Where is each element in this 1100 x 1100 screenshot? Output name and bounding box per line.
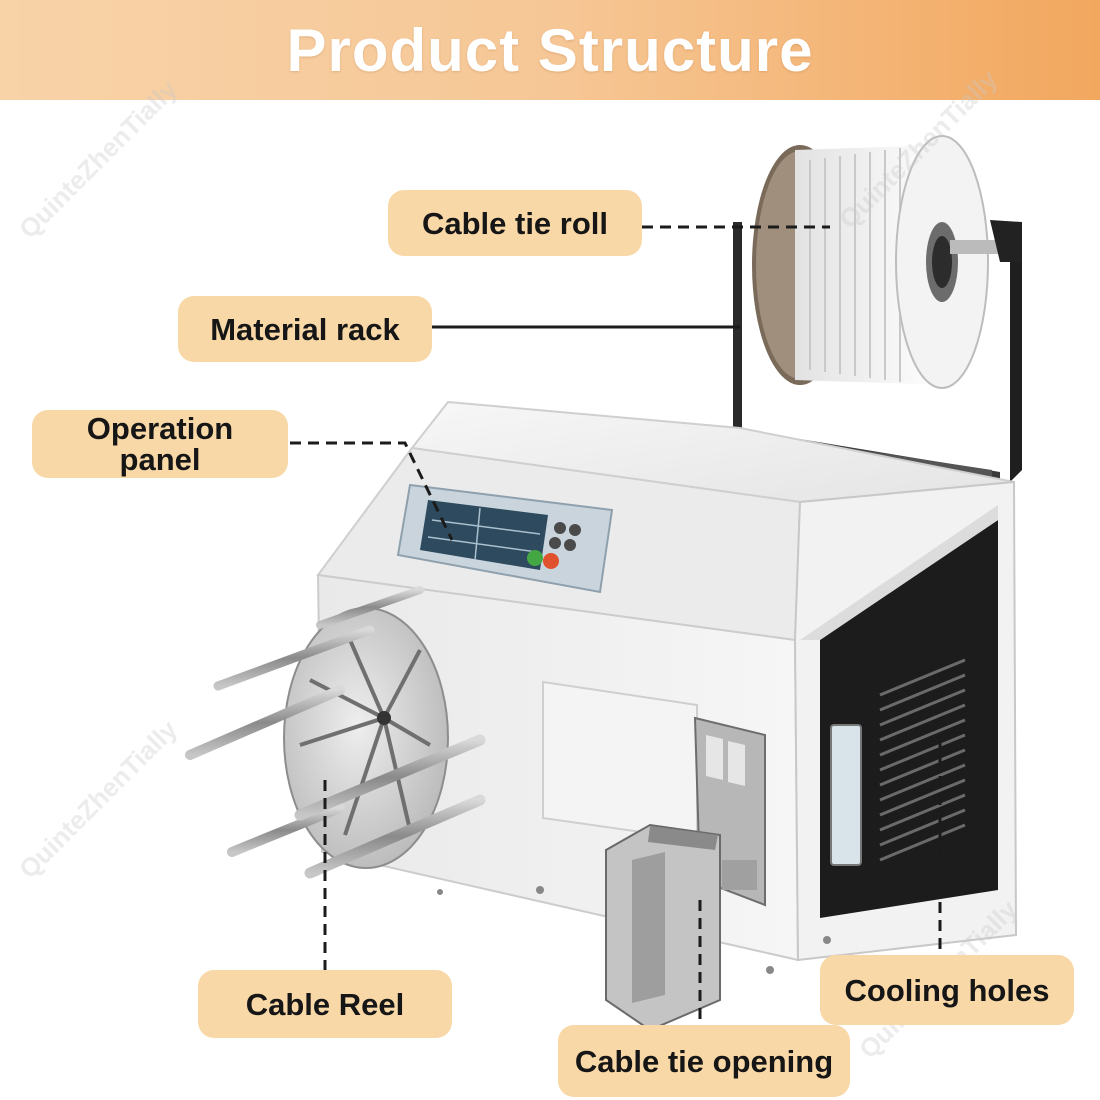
leader-lines [290, 225, 942, 1025]
cable-tie-opening [605, 716, 766, 1032]
label-cable-tie-opening: Cable tie opening [558, 1025, 850, 1097]
cooling-holes [879, 658, 966, 862]
label-cable-tie-roll-text: Cable tie roll [421, 205, 609, 241]
label-cable-tie-roll: Cable tie roll [388, 190, 642, 256]
page-title: Product Structure [286, 16, 814, 84]
label-cable-reel-text: Cable Reel [245, 986, 405, 1022]
label-cable-tie-opening-text: Cable tie opening [574, 1043, 834, 1079]
label-material-rack-text: Material rack [210, 311, 400, 347]
svg-text:QuinteZhenTially: QuinteZhenTially [13, 74, 183, 244]
operation-panel [396, 483, 614, 594]
label-cooling-holes: Cooling holes [820, 955, 1074, 1025]
cable-tie-roll [752, 135, 1022, 389]
label-cooling-holes-text: Cooling holes [844, 972, 1050, 1008]
label-operation-panel: Operation panel [32, 410, 288, 478]
svg-text:QuinteZhenTially: QuinteZhenTially [13, 714, 183, 884]
label-cable-reel: Cable Reel [198, 970, 452, 1038]
label-operation-panel-text: Operation panel [86, 411, 234, 477]
label-material-rack: Material rack [178, 296, 432, 362]
title-banner: Product Structure [0, 0, 1100, 100]
